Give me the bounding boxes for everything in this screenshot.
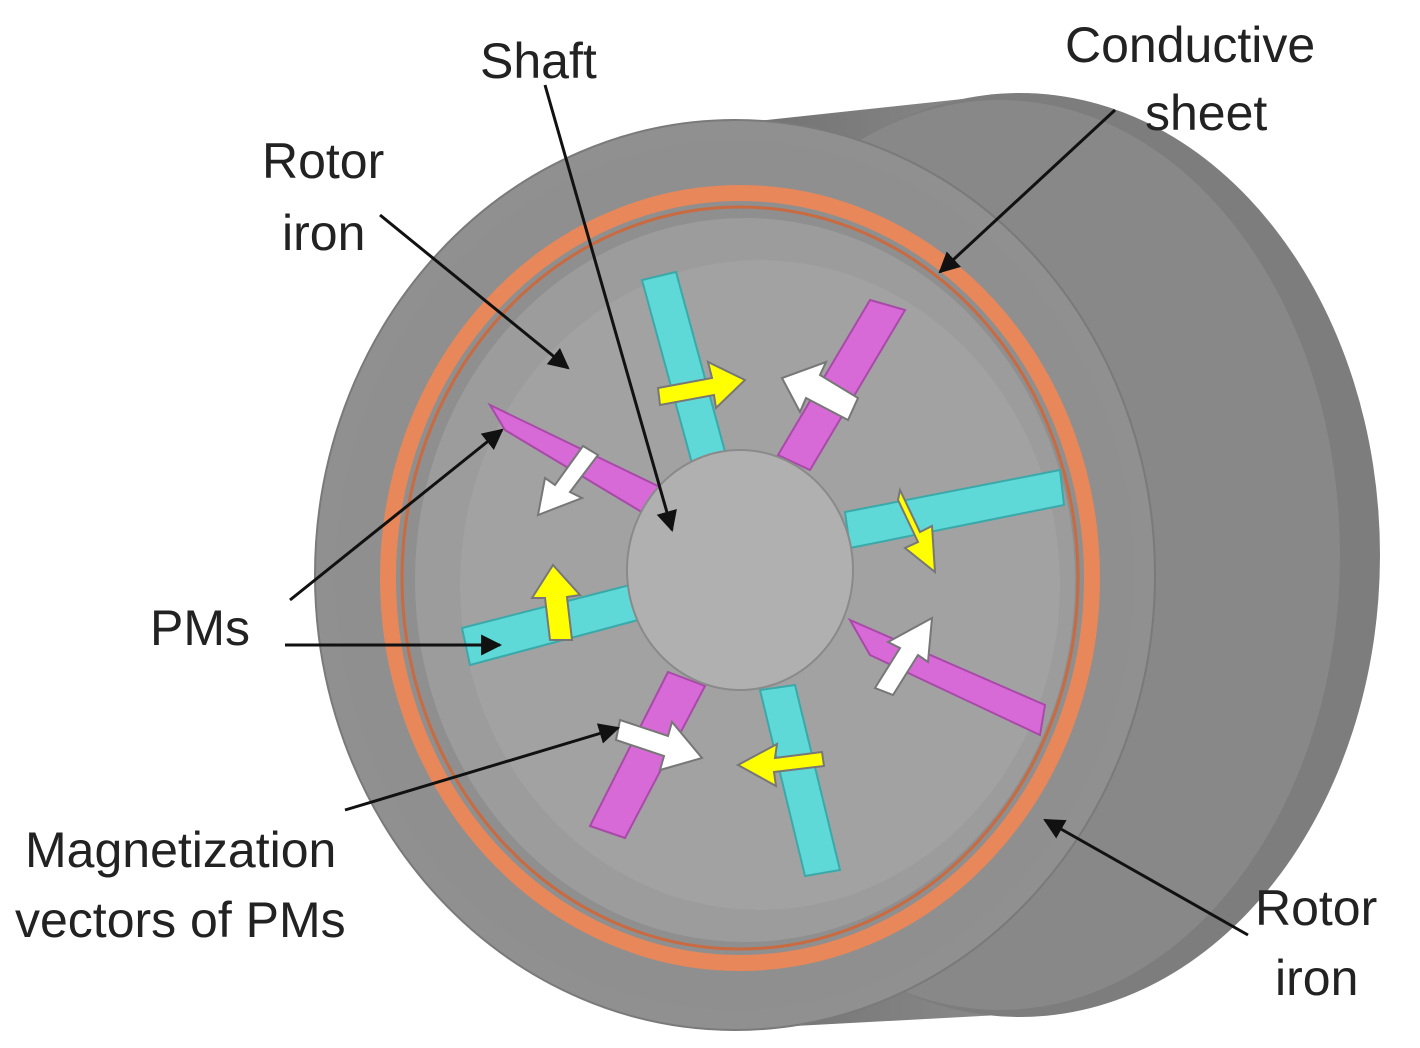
pm-cyan-bottom: [758, 683, 842, 878]
shaft: [626, 449, 854, 691]
vector-white-right: [873, 616, 934, 697]
label-conductive-sheet-line1: Conductive: [1065, 17, 1315, 73]
labels: Shaft Conductive sheet Rotor iron PMs Ma…: [15, 17, 1377, 1006]
label-pms: PMs: [150, 600, 250, 656]
leader-lines: [285, 84, 1249, 937]
label-conductive-sheet-line2: sheet: [1145, 85, 1267, 141]
label-shaft: Shaft: [480, 33, 597, 89]
vector-yellow-bottom: [735, 742, 826, 788]
conductive-sheet-inner-edge: [400, 205, 1080, 951]
vector-yellow-top: [656, 360, 747, 411]
conductive-sheet: [380, 185, 1100, 971]
leader-magnetization: [344, 723, 621, 812]
label-magnetization-line2: vectors of PMs: [15, 892, 346, 948]
label-magnetization-line1: Magnetization: [25, 822, 336, 878]
vector-white-top-right: [780, 360, 860, 422]
vector-yellow-left: [530, 563, 582, 641]
vector-yellow-right: [896, 486, 937, 575]
label-rotor-iron-bottom-line2: iron: [1275, 950, 1358, 1006]
leader-rotor-iron-bottom: [1043, 818, 1249, 937]
pm-magenta-bottom: [588, 670, 707, 840]
label-rotor-iron-bottom-line1: Rotor: [1255, 880, 1377, 936]
leader-pms-upper: [289, 428, 504, 602]
vector-white-left: [536, 444, 600, 517]
leader-shaft: [543, 84, 677, 533]
label-rotor-iron-top-line2: iron: [282, 205, 365, 261]
pm-magenta-top-right: [776, 298, 907, 472]
vector-white-bottom: [614, 718, 704, 772]
label-rotor-iron-top-line1: Rotor: [262, 133, 384, 189]
magnetization-vectors: [530, 360, 937, 788]
leader-conductive-sheet: [938, 108, 1117, 274]
leader-rotor-iron-top: [379, 213, 570, 370]
